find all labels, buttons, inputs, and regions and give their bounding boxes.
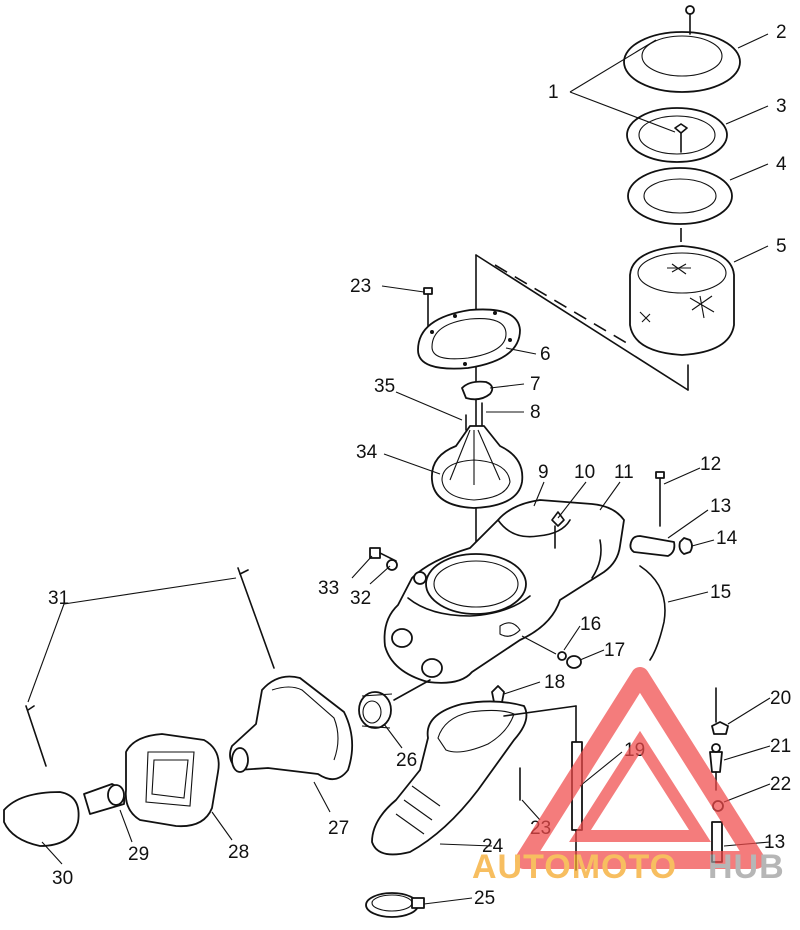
callout-20: 20 <box>770 688 791 709</box>
part-10-screw <box>551 511 565 549</box>
part-14-fitting <box>678 537 693 555</box>
part-6-gasket <box>417 308 521 370</box>
part-9-housing <box>383 499 625 684</box>
part-27-intake-tube <box>229 675 354 780</box>
callout-4: 4 <box>776 154 787 175</box>
callout-31: 31 <box>48 588 69 609</box>
callout-25: 25 <box>474 888 495 909</box>
callout-5: 5 <box>776 236 787 257</box>
callout-33: 33 <box>318 578 339 599</box>
part-31-strap <box>25 567 275 767</box>
part-4-ring <box>627 167 733 225</box>
watermark-triangle-outer <box>515 667 765 869</box>
callout-13-lower: 13 <box>764 832 785 853</box>
part-3-gasket <box>626 107 728 163</box>
watermark-logo: AUTOMOTO HUB <box>472 667 785 886</box>
part-5-filter-element <box>629 245 735 356</box>
part-26-grommet <box>358 691 393 729</box>
callout-35: 35 <box>374 376 395 397</box>
part-28-box <box>124 733 220 828</box>
callout-28: 28 <box>228 842 249 863</box>
callout-labels: 1 2 3 4 5 6 7 8 9 10 11 12 13 13 14 15 1… <box>48 22 791 909</box>
part-15-cable <box>639 565 666 661</box>
callout-29: 29 <box>128 844 149 865</box>
callout-26: 26 <box>396 750 417 771</box>
part-16-washer <box>557 651 567 661</box>
callout-15: 15 <box>710 582 731 603</box>
part-17-nut <box>566 655 582 669</box>
watermark-word-left: AUTOMOTO <box>472 848 677 886</box>
callout-11: 11 <box>614 462 634 483</box>
callout-22: 22 <box>770 774 791 795</box>
callout-14: 14 <box>716 528 738 549</box>
callout-7: 7 <box>530 374 541 395</box>
part-30-foam <box>3 791 80 847</box>
callout-30: 30 <box>52 868 73 889</box>
callout-3: 3 <box>776 96 787 117</box>
callout-8: 8 <box>530 402 541 423</box>
callout-21: 21 <box>770 736 791 757</box>
callout-2: 2 <box>776 22 787 43</box>
part-20-clip <box>711 721 729 735</box>
callout-34: 34 <box>356 442 378 463</box>
callout-32: 32 <box>350 588 371 609</box>
part-12-bolt <box>655 471 665 527</box>
callout-18: 18 <box>544 672 565 693</box>
callout-17: 17 <box>604 640 625 661</box>
callout-10: 10 <box>574 462 595 483</box>
callout-13: 13 <box>710 496 731 517</box>
filter-assembly <box>569 5 741 356</box>
callout-23-top: 23 <box>350 276 371 297</box>
callout-9: 9 <box>538 462 549 483</box>
callout-12: 12 <box>700 454 721 475</box>
part-32-washer <box>386 559 398 571</box>
watermark-word-right: HUB <box>708 848 785 886</box>
part-2-cover <box>623 5 741 93</box>
part-34-boot <box>431 425 524 509</box>
callout-6: 6 <box>540 344 551 365</box>
callout-24: 24 <box>482 836 504 857</box>
part-7-plate <box>461 380 494 401</box>
part-24-duct <box>371 700 528 856</box>
leader-lines <box>27 33 771 905</box>
part-29-cylinder <box>83 783 126 815</box>
part-33-bolt <box>369 547 397 562</box>
callout-1: 1 <box>548 82 559 103</box>
callout-27: 27 <box>328 818 349 839</box>
callout-16: 16 <box>580 614 601 635</box>
part-13-hose <box>629 535 676 557</box>
part-25-clamp <box>365 892 425 918</box>
watermark-triangle-inner <box>569 730 711 842</box>
